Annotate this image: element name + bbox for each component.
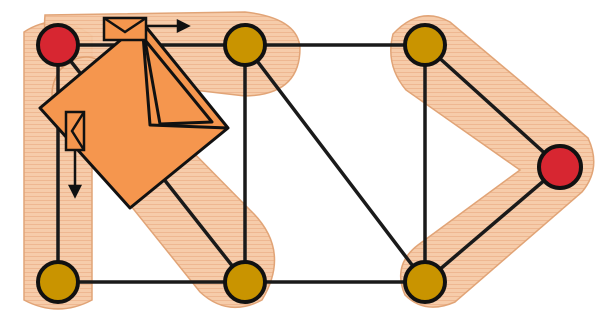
node-n3 (403, 23, 447, 67)
small-envelope-top-icon (102, 16, 148, 42)
nodes-layer (36, 23, 583, 304)
node-n4 (537, 144, 583, 190)
edge-n3-n4 (423, 43, 562, 169)
node-n7 (403, 260, 447, 304)
node-n6 (223, 260, 267, 304)
edge-n4-n7 (423, 165, 562, 284)
down-arrow-icon (67, 150, 83, 199)
right-chevron-region (390, 15, 595, 308)
edge-n2-n7 (243, 43, 427, 284)
large-envelope-icon (38, 20, 230, 210)
node-n1 (36, 23, 80, 67)
small-envelope-left-icon (64, 110, 86, 152)
node-n5 (36, 260, 80, 304)
icons-layer (38, 16, 230, 210)
right-arrow-icon (146, 18, 191, 34)
node-n2 (223, 23, 267, 67)
edges-layer (56, 43, 562, 284)
